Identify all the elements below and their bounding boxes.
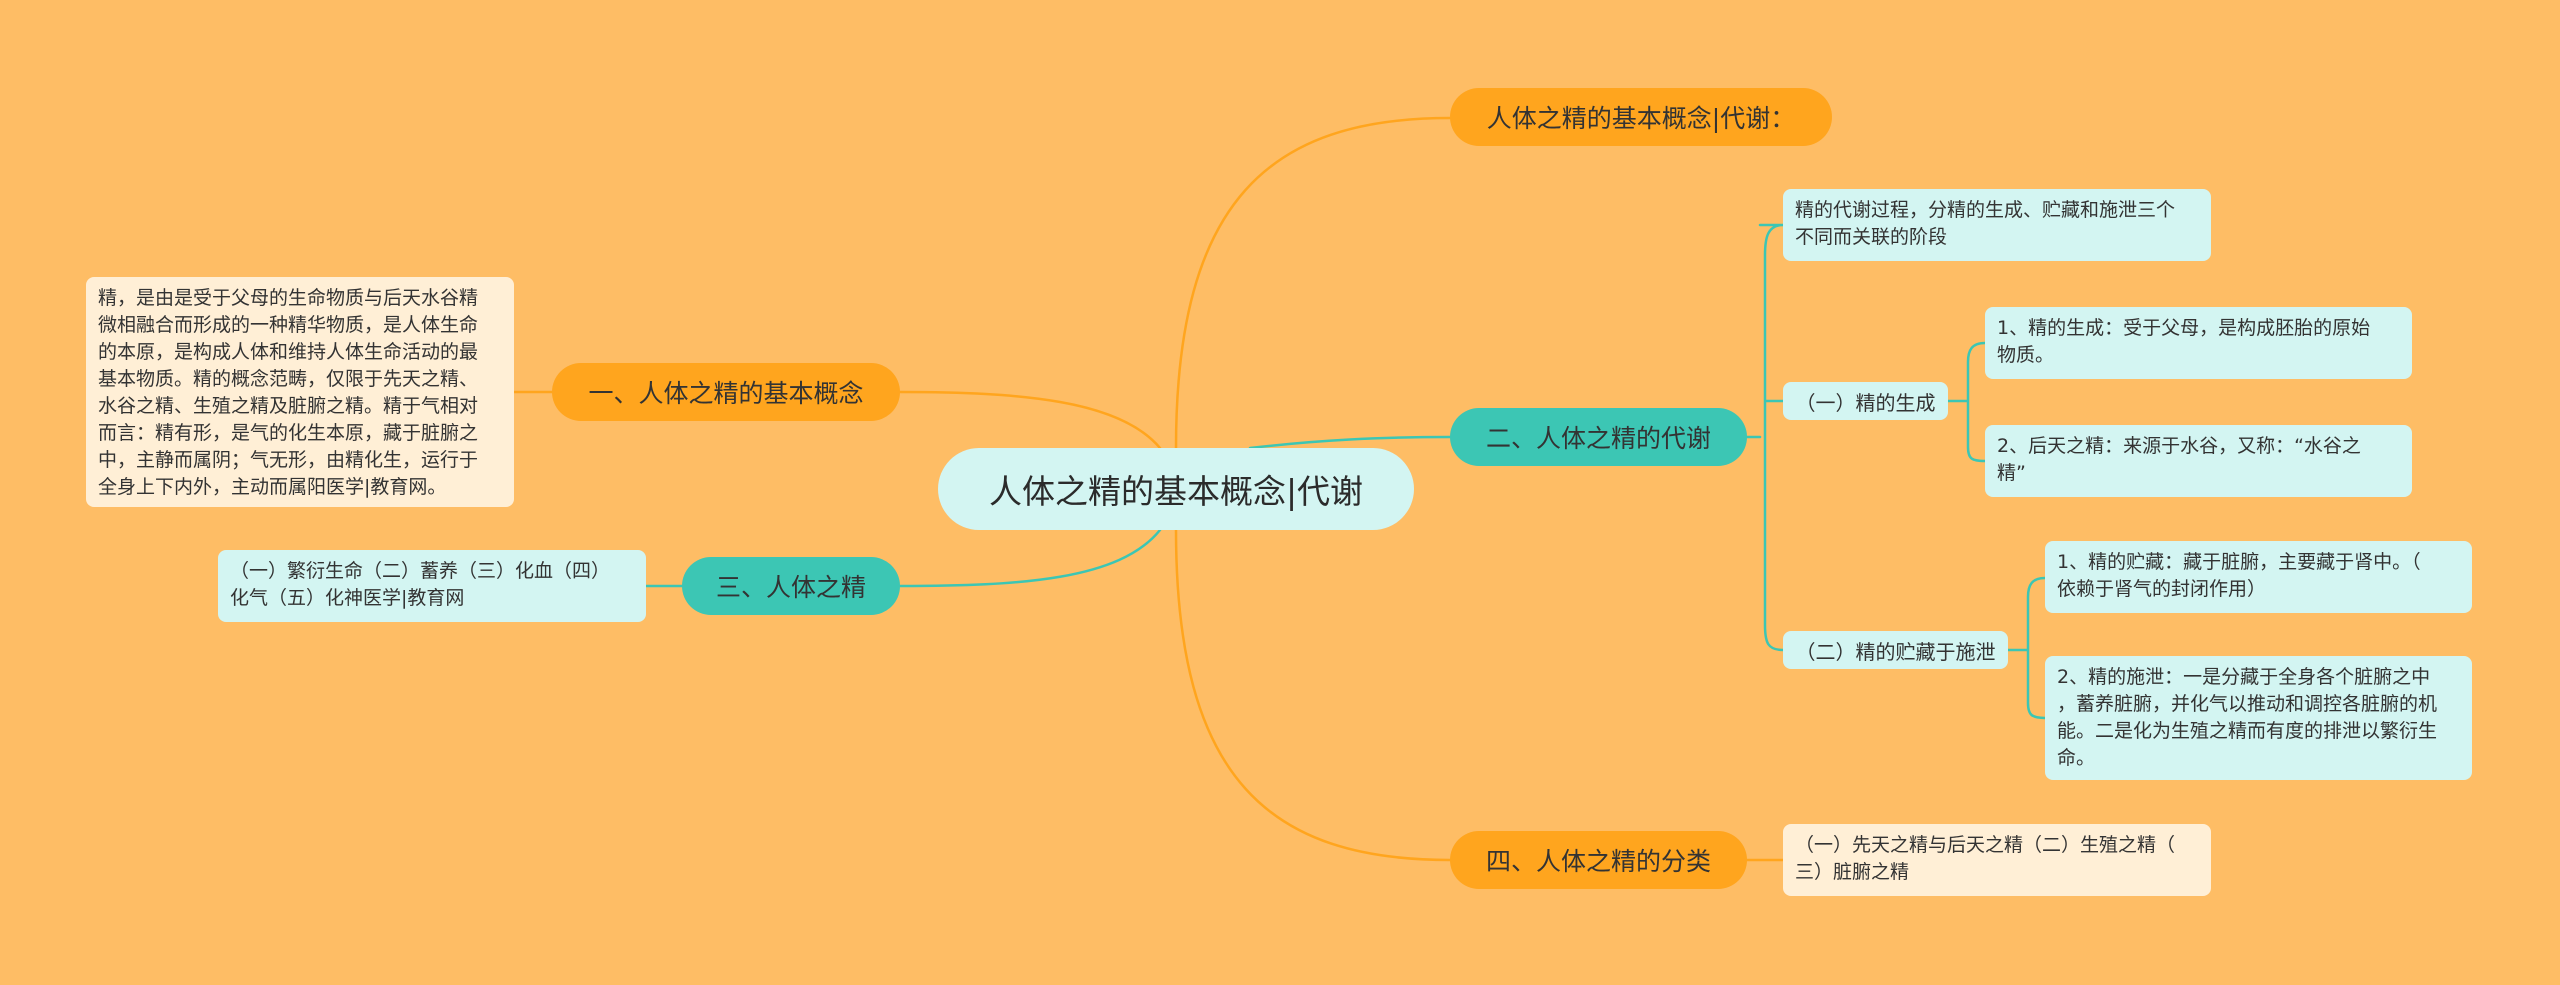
generation-item-1[interactable]: 1、精的生成：受于父母，是构成胚胎的原始 物质。 — [1985, 307, 2412, 379]
link-center-b0 — [1174, 116, 1452, 450]
branch-metabolism[interactable]: 二、人体之精的代谢 — [1450, 408, 1747, 466]
link-center-b1 — [898, 390, 1162, 450]
link-sub1-items — [1946, 341, 1987, 463]
basic-concept-text[interactable]: 精，是由是受于父母的生命物质与后天水谷精 微相融合而形成的一种精华物质，是人体生… — [86, 277, 514, 507]
metabolism-intro-text[interactable]: 精的代谢过程，分精的生成、贮藏和施泄三个 不同而关联的阶段 — [1783, 189, 2211, 261]
central-topic[interactable]: 人体之精的基本概念|代谢 — [938, 448, 1414, 530]
branch-classification[interactable]: 四、人体之精的分类 — [1450, 831, 1747, 889]
classification-text[interactable]: （一）先天之精与后天之精（二）生殖之精（ 三）脏腑之精 — [1783, 824, 2211, 896]
link-center-b4 — [1174, 528, 1452, 862]
storage-item-1[interactable]: 1、精的贮藏：藏于脏腑，主要藏于肾中。（ 依赖于肾气的封闭作用） — [2045, 541, 2472, 613]
sub-branch-storage-release[interactable]: （二）精的贮藏于施泄 — [1783, 631, 2008, 669]
sub-branch-generation[interactable]: （一）精的生成 — [1783, 382, 1948, 420]
link-sub2-items — [2006, 576, 2047, 720]
branch-essence[interactable]: 三、人体之精 — [682, 557, 900, 615]
generation-item-2[interactable]: 2、后天之精：来源于水谷，又称：“水谷之 精” — [1985, 425, 2412, 497]
branch-basic-concept-summary[interactable]: 人体之精的基本概念|代谢： — [1450, 88, 1832, 146]
link-center-b2 — [1248, 435, 1452, 450]
link-b2-children — [1745, 223, 1785, 652]
branch-basic-concept[interactable]: 一、人体之精的基本概念 — [552, 363, 900, 421]
link-center-b3 — [898, 528, 1162, 588]
essence-functions-text[interactable]: （一）繁衍生命（二）蓄养（三）化血（四） 化气（五）化神医学|教育网 — [218, 550, 646, 622]
storage-item-2[interactable]: 2、精的施泄：一是分藏于全身各个脏腑之中 ，蓄养脏腑，并化气以推动和调控各脏腑的… — [2045, 656, 2472, 780]
